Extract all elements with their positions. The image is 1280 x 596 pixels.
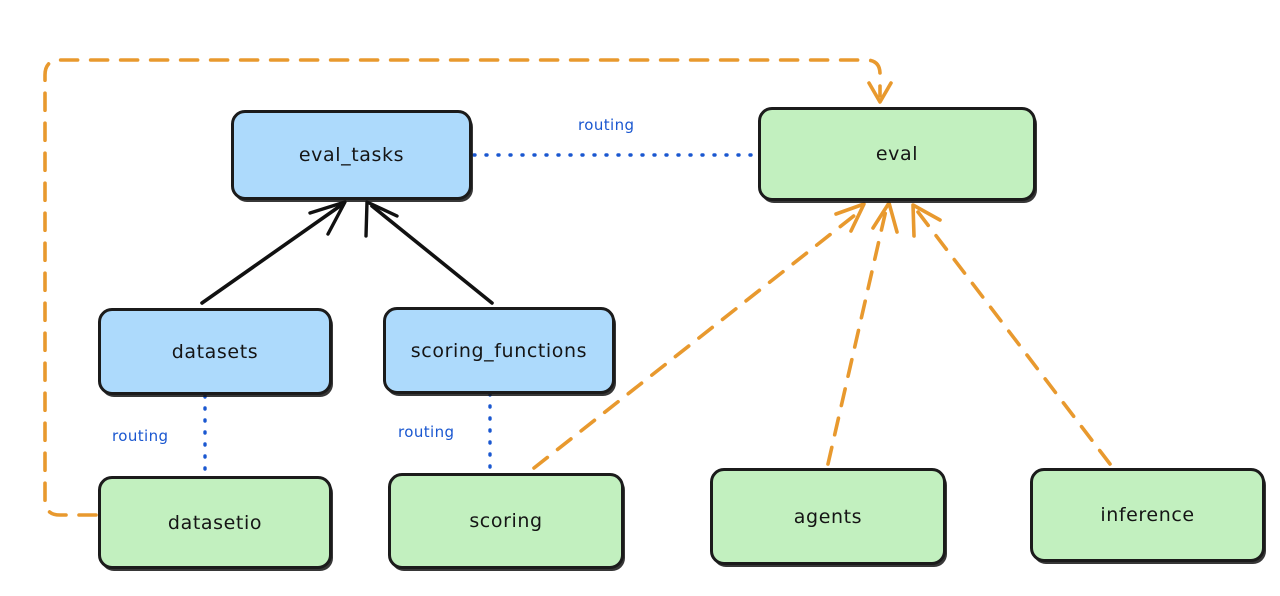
node-eval-tasks[interactable]: eval_tasks: [231, 110, 472, 200]
node-label-agents: agents: [793, 505, 863, 528]
node-scoring[interactable]: scoring: [388, 473, 624, 569]
edge-agents-eval: [826, 201, 899, 466]
node-label-scoring-functions: scoring_functions: [410, 339, 588, 362]
edge-datasets-eval_tasks: [200, 200, 347, 305]
edge-inference-eval: [911, 203, 1112, 466]
node-label-datasetio: datasetio: [167, 511, 263, 534]
node-agents[interactable]: agents: [710, 468, 946, 565]
edge-scoring_functions-eval_tasks: [364, 200, 494, 305]
edge-label-routing-scoring-functions-scoring: routing: [398, 423, 455, 441]
node-inference[interactable]: inference: [1030, 468, 1265, 562]
node-label-eval-tasks: eval_tasks: [298, 144, 405, 166]
edge-label-routing-datasets-datasetio: routing: [112, 427, 169, 445]
edge-datasetio-eval: [43, 58, 893, 517]
node-label-datasets: datasets: [171, 340, 259, 363]
node-label-scoring: scoring: [469, 510, 543, 532]
edge-label-routing-eval-tasks-eval: routing: [578, 116, 635, 134]
node-datasets[interactable]: datasets: [98, 308, 332, 395]
node-label-inference: inference: [1100, 504, 1195, 526]
node-scoring-functions[interactable]: scoring_functions: [383, 307, 615, 394]
node-label-eval: eval: [875, 143, 919, 165]
node-eval[interactable]: eval: [758, 107, 1036, 201]
edge-scoring-eval: [532, 202, 866, 470]
node-datasetio[interactable]: datasetio: [98, 476, 332, 569]
